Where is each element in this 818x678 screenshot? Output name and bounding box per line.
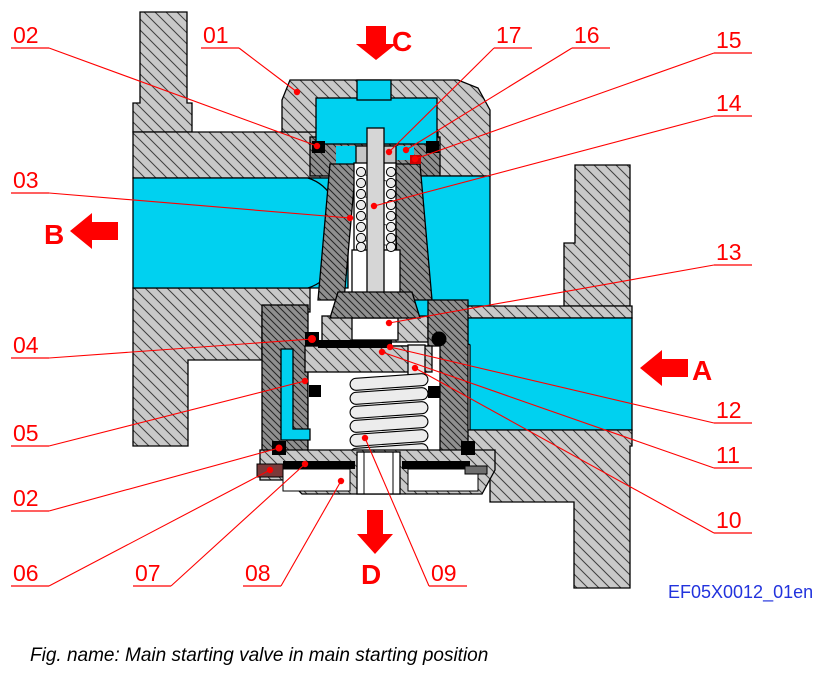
leader-08 [280,480,342,587]
part-label-02-bottom: 02 [13,485,39,511]
drain-plug-bore [356,451,401,495]
part-label-04: 04 [13,332,39,358]
inlet-channel-b [132,177,349,289]
leader-12 [389,346,715,424]
part-label-02-top: 02 [13,22,39,48]
part-label-17: 17 [496,22,522,48]
flow-arrow-a [640,350,688,386]
leader-14 [373,115,715,207]
top-flange-column [132,11,193,133]
leader-06 [48,469,271,587]
cover-seal-bar-left [283,461,355,469]
part-label-10: 10 [716,507,742,533]
leader-17 [388,47,495,153]
leader-11 [381,351,715,469]
leader-03 [48,192,351,219]
piston-seal-plate [318,340,392,348]
part-label-13: 13 [716,239,742,265]
cover-gasket-right [407,468,479,492]
o-ring-piston-left [309,385,321,397]
leader-05 [48,380,306,447]
part-label-07: 07 [135,560,161,586]
part-label-08: 08 [245,560,271,586]
pilot-spring [355,166,397,253]
leader-16 [405,47,573,151]
cover-gasket-left [282,468,351,492]
leader-09 [364,437,430,587]
port-letter-c: C [392,26,412,57]
part-label-09: 09 [431,560,457,586]
retainer-bar-right [464,465,488,475]
figure-caption: Fig. name: Main starting valve in main s… [30,645,488,666]
right-upper-flange [563,164,631,307]
part-label-12: 12 [716,397,742,423]
drawing-id: EF05X0012_01en [668,582,813,603]
part-label-01: 01 [203,22,229,48]
part-labels: 01 02 03 04 05 02 06 07 08 09 10 11 12 1… [11,22,752,587]
o-ring-bushing-right [426,141,439,153]
part-label-05: 05 [13,420,39,446]
o-ring-piston-right [428,386,440,398]
valve-cone [329,291,421,319]
flow-arrow-c [356,26,396,60]
leader-07 [170,463,306,587]
leader-02-bottom [48,447,280,512]
leader-10 [414,367,715,534]
leader-02-top [48,47,318,147]
flow-arrow-d [357,510,393,554]
o-ring-cover-right [461,441,475,455]
bushing-pocket-left [336,146,356,164]
part-label-03: 03 [13,167,39,193]
balance-passage [280,348,311,441]
port-letter-b: B [44,219,64,250]
valve-spindle [366,127,385,299]
part-label-16: 16 [574,22,600,48]
part-label-15: 15 [716,27,742,53]
part-label-14: 14 [716,90,742,116]
leader-13 [388,264,715,324]
outlet-channel-a [451,317,633,431]
port-letter-d: D [361,559,381,590]
leader-lines [48,47,715,587]
part-label-06: 06 [13,560,39,586]
control-port-c-neck [356,79,392,101]
cover-seal-bar-right [402,461,470,469]
part-label-11: 11 [716,442,740,468]
leader-01 [238,47,298,93]
port-letter-a: A [692,355,712,386]
leader-15 [414,52,715,160]
o-ring-cage-right [431,331,447,347]
flow-arrow-b [70,213,118,249]
leader-04 [48,338,313,359]
